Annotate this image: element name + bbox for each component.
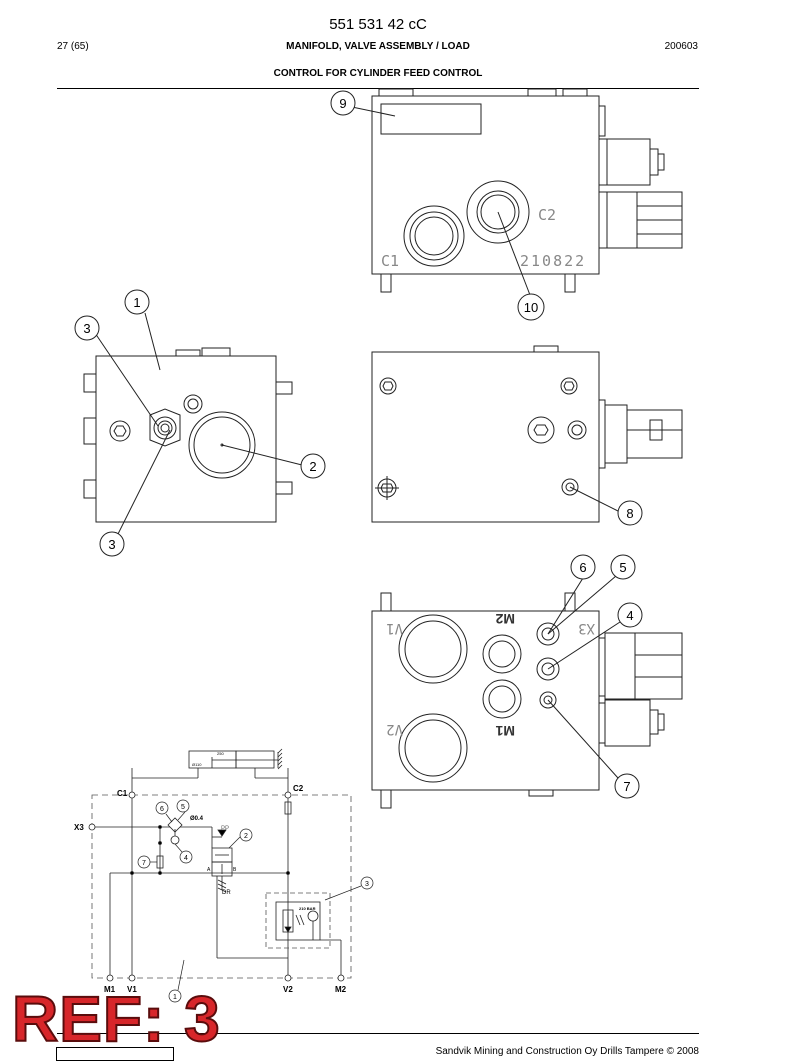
svg-text:8: 8 xyxy=(626,506,633,521)
svg-text:V1: V1 xyxy=(127,985,137,994)
callout-10: 10 xyxy=(517,293,545,321)
page-indicator: 27 (65) xyxy=(57,41,89,52)
svg-text:Ø0.4: Ø0.4 xyxy=(190,816,204,822)
svg-text:2: 2 xyxy=(244,833,248,840)
schematic-callouts: 6 5 4 7 2 3 1 xyxy=(137,799,374,1003)
schematic-callout-3: 3 xyxy=(360,876,374,890)
callout-2: 2 xyxy=(300,453,326,479)
svg-text:A: A xyxy=(207,867,211,873)
footer-rule xyxy=(57,1033,699,1034)
schematic-callout-6: 6 xyxy=(155,801,169,815)
svg-text:2: 2 xyxy=(309,459,316,474)
bottom-view xyxy=(371,592,683,809)
svg-text:210 BAR: 210 BAR xyxy=(299,906,316,911)
svg-text:B: B xyxy=(233,867,237,873)
svg-text:1: 1 xyxy=(173,994,177,1001)
svg-text:V2: V2 xyxy=(283,985,293,994)
callout-5: 5 xyxy=(610,554,636,580)
svg-text:PP: PP xyxy=(221,826,229,832)
svg-text:C1: C1 xyxy=(117,789,128,798)
footer-copyright: Sandvik Mining and Construction Oy Drill… xyxy=(435,1046,699,1057)
callout-1: 1 xyxy=(124,289,150,315)
svg-text:5: 5 xyxy=(181,804,185,811)
svg-text:7: 7 xyxy=(142,860,146,867)
svg-text:M2: M2 xyxy=(335,985,347,994)
document-title: MANIFOLD, VALVE ASSEMBLY / LOAD xyxy=(286,41,470,52)
callout-9: 9 xyxy=(330,90,356,116)
callout-8: 8 xyxy=(617,500,643,526)
side-view xyxy=(83,347,293,523)
top-view xyxy=(371,88,683,293)
middle-view xyxy=(371,345,683,523)
callout-3-lower: 3 xyxy=(99,531,125,557)
hydraulic-schematic xyxy=(88,748,352,982)
schematic-labels: C1 C2 X3 M1 V1 V2 M2 Ø0.4 PP DR A B 210 … xyxy=(74,751,347,994)
svg-text:5: 5 xyxy=(619,560,626,575)
ref-stamp: REF: 3 xyxy=(11,982,221,1056)
callout-3-upper: 3 xyxy=(74,315,100,341)
port-v1-label: V1 xyxy=(386,620,403,636)
svg-text:M1: M1 xyxy=(104,985,116,994)
svg-text:9: 9 xyxy=(339,96,346,111)
svg-text:X3: X3 xyxy=(74,823,84,832)
schematic-callout-5: 5 xyxy=(176,799,190,813)
port-v2-label: V2 xyxy=(386,721,403,737)
svg-text:6: 6 xyxy=(160,806,164,813)
svg-text:DR: DR xyxy=(222,890,231,896)
port-m2-label: M2 xyxy=(495,611,515,627)
manifold-body-bottom xyxy=(371,610,600,791)
svg-text:1: 1 xyxy=(133,295,140,310)
svg-text:4: 4 xyxy=(184,855,188,862)
schematic-callout-2: 2 xyxy=(239,828,253,842)
document-date: 200603 xyxy=(664,41,698,52)
port-m1-label: M1 xyxy=(495,723,515,739)
block-code-label: 210822 xyxy=(520,252,586,270)
svg-text:3: 3 xyxy=(108,537,115,552)
schematic-callout-4: 4 xyxy=(179,850,193,864)
schematic-callout-7: 7 xyxy=(137,855,151,869)
manifold-body-mid xyxy=(371,351,600,523)
svg-text:6: 6 xyxy=(579,560,586,575)
svg-text:7: 7 xyxy=(623,779,630,794)
svg-text:3: 3 xyxy=(365,881,369,888)
document-subtitle: CONTROL FOR CYLINDER FEED CONTROL xyxy=(273,68,483,79)
callout-6: 6 xyxy=(570,554,596,580)
label-plate xyxy=(380,103,482,135)
svg-text:3: 3 xyxy=(83,321,90,336)
port-c1-label: C1 xyxy=(381,252,399,270)
schematic-callout-1: 1 xyxy=(168,989,182,1003)
svg-text:4: 4 xyxy=(626,608,633,623)
svg-text:250: 250 xyxy=(217,751,224,756)
svg-text:Ø110: Ø110 xyxy=(192,762,202,767)
callout-7: 7 xyxy=(614,773,640,799)
port-x3-label: X3 xyxy=(578,620,595,636)
callout-4: 4 xyxy=(617,602,643,628)
svg-text:10: 10 xyxy=(524,300,538,315)
svg-text:C2: C2 xyxy=(293,784,304,793)
header-rule xyxy=(57,88,699,89)
port-c2-label: C2 xyxy=(538,206,556,224)
document-number: 551 531 42 cC xyxy=(329,16,427,33)
